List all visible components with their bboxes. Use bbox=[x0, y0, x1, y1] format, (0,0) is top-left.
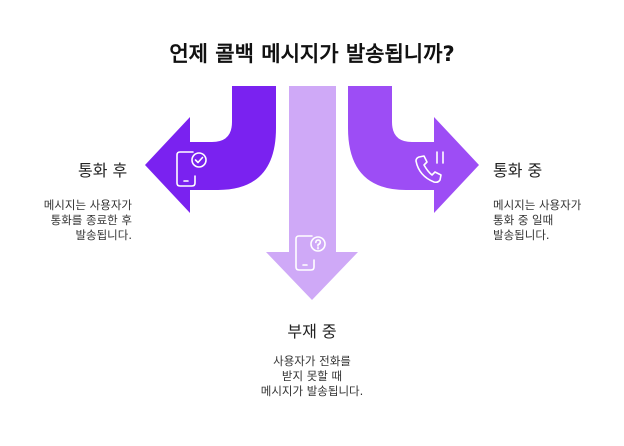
diagram-title: 언제 콜백 메시지가 발송됩니까? bbox=[169, 42, 455, 66]
absent-line-1: 사용자가 전화를 bbox=[273, 354, 351, 368]
after-call-description: 메시지는 사용자가 통화를 종료한 후 발송됩니다. bbox=[22, 198, 132, 243]
after-call-line-1: 메시지는 사용자가 bbox=[43, 198, 132, 212]
during-call-line-3: 발송됩니다. bbox=[493, 228, 550, 242]
after-call-line-3: 발송됩니다. bbox=[75, 228, 132, 242]
absent-description: 사용자가 전화를 받지 못할 때 메시지가 발송됩니다. bbox=[232, 354, 392, 399]
phone-check-icon bbox=[176, 151, 207, 187]
phone-question-icon bbox=[295, 235, 326, 271]
absent-arrow bbox=[266, 86, 358, 300]
phone-pause-icon bbox=[415, 151, 444, 184]
during-call-heading: 통화 중 bbox=[493, 161, 543, 180]
absent-line-2: 받지 못할 때 bbox=[281, 369, 343, 383]
during-call-description: 메시지는 사용자가 통화 중 일때 발송됩니다. bbox=[493, 198, 613, 243]
absent-line-3: 메시지가 발송됩니다. bbox=[260, 384, 364, 398]
after-call-heading: 통화 후 bbox=[78, 161, 128, 180]
after-call-arrow bbox=[145, 86, 276, 213]
during-call-line-2: 통화 중 일때 bbox=[493, 213, 554, 227]
during-call-line-1: 메시지는 사용자가 bbox=[493, 198, 582, 212]
absent-heading: 부재 중 bbox=[287, 322, 337, 341]
during-call-arrow bbox=[348, 86, 479, 213]
after-call-line-2: 통화를 종료한 후 bbox=[50, 213, 132, 227]
